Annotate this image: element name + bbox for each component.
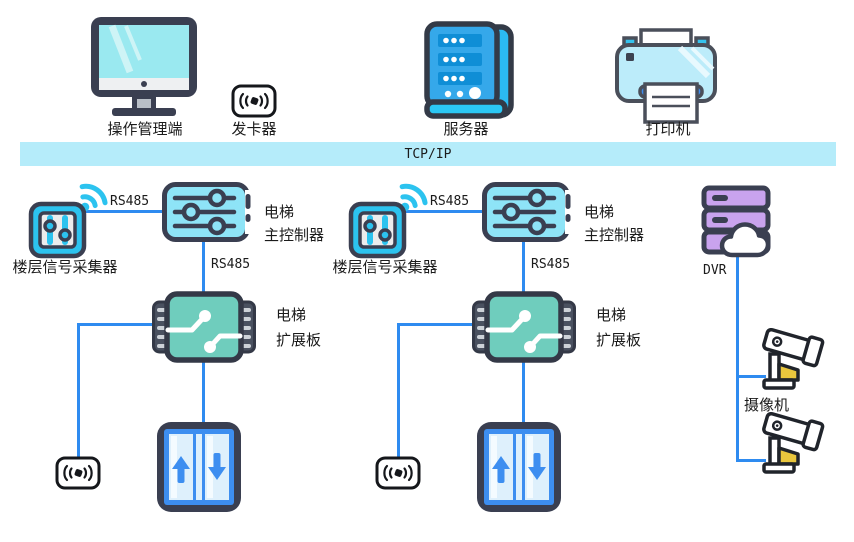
- card-issuer-label: 发卡器: [231, 121, 277, 138]
- elevator-branch-1: 楼层信号采集器 RS485 电梯 主控制器 RS485: [12, 181, 325, 514]
- line-expansion-elevator: [522, 358, 525, 422]
- main-controller-icon: [482, 182, 574, 242]
- tcpip-backbone-band: TCP/IP: [20, 142, 836, 166]
- management-terminal-label: 操作管理端: [107, 121, 183, 138]
- management-terminal-icon: [88, 14, 200, 116]
- line-expansion-reader-vertical: [397, 323, 400, 458]
- expansion-board-icon: [472, 290, 576, 364]
- camera-label: 摄像机: [744, 397, 790, 414]
- card-reader-icon: [55, 456, 101, 490]
- expansion-board-label-line1: 电梯: [276, 307, 307, 324]
- expansion-board-label-line2: 扩展板: [596, 332, 642, 349]
- printer-label: 打印机: [645, 121, 691, 138]
- main-controller-label-line2: 主控制器: [584, 227, 645, 244]
- card-reader-icon: [375, 456, 421, 490]
- rs485-label-2: RS485: [531, 257, 571, 272]
- camera-icon-1: [762, 328, 830, 392]
- dvr-icon: [700, 185, 772, 259]
- line-dvr-cameras: [736, 254, 739, 462]
- camera-icon-2: [762, 412, 830, 476]
- card-issuer-icon: [231, 84, 277, 118]
- printer-icon: [614, 28, 718, 125]
- rs485-line-controller-expansion: [202, 240, 205, 294]
- line-expansion-elevator: [202, 358, 205, 422]
- floor-signal-collector-label: 楼层信号采集器: [332, 259, 438, 276]
- elevator-icon: [155, 420, 243, 514]
- main-controller-label-line1: 电梯: [264, 204, 295, 221]
- server-icon: [422, 20, 518, 121]
- dvr-label: DVR: [703, 263, 727, 278]
- floor-signal-collector-icon: [28, 181, 108, 259]
- rs485-line-controller-expansion: [522, 240, 525, 294]
- rs485-line-collector-controller: [84, 210, 163, 213]
- elevator-icon: [475, 420, 563, 514]
- rs485-label-1: RS485: [110, 194, 150, 209]
- server-label: 服务器: [443, 121, 489, 138]
- tcpip-label: TCP/IP: [404, 146, 452, 162]
- rs485-label-1: RS485: [430, 194, 470, 209]
- line-expansion-reader-vertical: [77, 323, 80, 458]
- floor-signal-collector-icon: [348, 181, 428, 259]
- line-stub-camera-1: [739, 375, 766, 378]
- rs485-label-2: RS485: [211, 257, 251, 272]
- line-expansion-reader-horizontal: [397, 323, 475, 326]
- expansion-board-icon: [152, 290, 256, 364]
- expansion-board-label-line2: 扩展板: [276, 332, 322, 349]
- main-controller-label-line2: 主控制器: [264, 227, 325, 244]
- expansion-board-label-line1: 电梯: [596, 307, 627, 324]
- main-controller-icon: [162, 182, 254, 242]
- line-expansion-reader-horizontal: [77, 323, 155, 326]
- line-stub-camera-2: [739, 459, 766, 462]
- floor-signal-collector-label: 楼层信号采集器: [12, 259, 118, 276]
- rs485-line-collector-controller: [404, 210, 483, 213]
- elevator-branch-2: 楼层信号采集器 RS485 电梯 主控制器 RS485: [320, 0, 854, 542]
- main-controller-label-line1: 电梯: [584, 204, 615, 221]
